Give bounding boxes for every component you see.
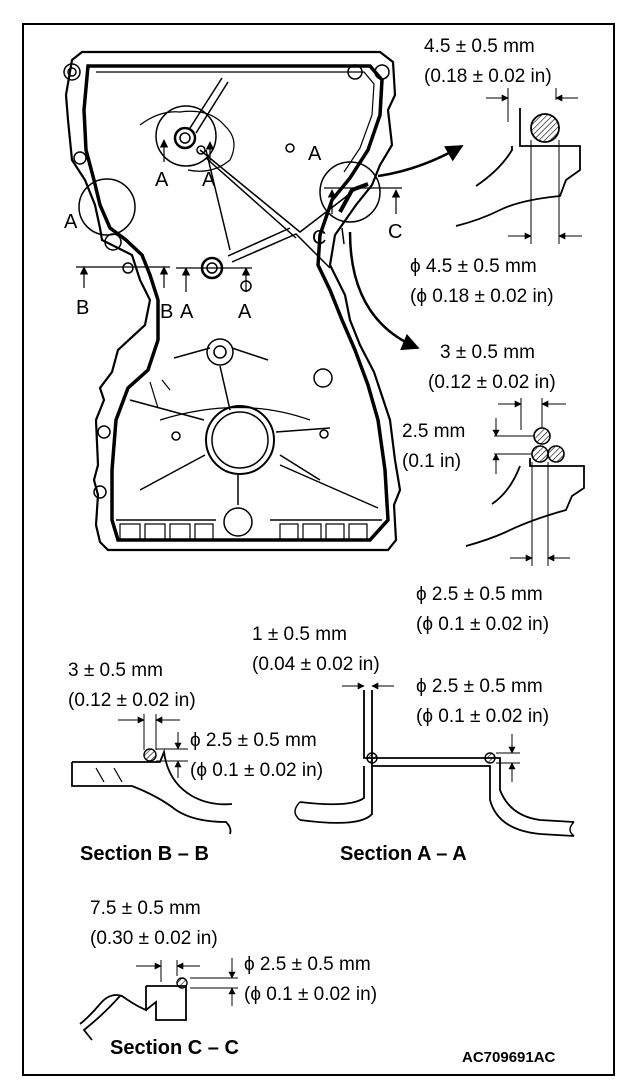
section-cc-drawing <box>79 958 238 1041</box>
section-aa-drawing <box>294 682 575 837</box>
section-cc-dia-line2: (ϕ 0.1 ± 0.02 in) <box>244 984 377 1005</box>
section-bb-dia-line1: ϕ 2.5 ± 0.5 mm <box>190 730 317 751</box>
letter-c-2: C <box>388 221 402 243</box>
detail-top-dim-line2: (0.18 ± 0.02 in) <box>424 66 552 87</box>
section-aa-title: Section A – A <box>340 843 467 865</box>
section-bb-drawing <box>71 714 233 835</box>
callout-arrow-top <box>377 144 464 178</box>
detail-top-dia-line1: ϕ 4.5 ± 0.5 mm <box>410 256 537 277</box>
detail-circle-right <box>319 161 381 223</box>
section-markers <box>76 139 402 292</box>
section-bb-dim-line1: 3 ± 0.5 mm <box>68 660 163 681</box>
section-aa-dim-line1: 1 ± 0.5 mm <box>252 624 347 645</box>
detail-top-dim-line1: 4.5 ± 0.5 mm <box>424 36 535 57</box>
section-bb-title: Section B – B <box>80 843 209 865</box>
letter-b-2: B <box>160 301 173 323</box>
figure-border <box>22 23 615 1076</box>
section-cc-title: Section C – C <box>110 1037 239 1059</box>
section-cc-dim-line2: (0.30 ± 0.02 in) <box>90 928 218 949</box>
timing-chain-case <box>63 50 402 552</box>
letter-a-4: A <box>64 211 78 233</box>
figure-code: AC709691AC <box>462 1049 556 1066</box>
section-aa-dia-line1: ϕ 2.5 ± 0.5 mm <box>416 676 543 697</box>
letter-a-6: A <box>238 301 252 323</box>
section-aa-dim-line2: (0.04 ± 0.02 in) <box>252 654 380 675</box>
detail-top-dia-line2: (ϕ 0.18 ± 0.02 in) <box>410 286 554 307</box>
detail-mid-gap-line2: (0.1 in) <box>402 451 461 472</box>
letter-a-2: A <box>202 169 216 191</box>
letter-a-3: A <box>308 143 322 165</box>
detail-circle-left <box>78 178 136 236</box>
section-cc-dia-line1: ϕ 2.5 ± 0.5 mm <box>244 954 371 975</box>
letter-a-1: A <box>155 169 169 191</box>
detail-mid-dim-line1: 3 ± 0.5 mm <box>440 342 535 363</box>
letter-c-1: C <box>312 227 326 249</box>
callout-arrow-mid <box>348 231 420 351</box>
section-bb-dia-line2: (ϕ 0.1 ± 0.02 in) <box>190 760 323 781</box>
detail-mid-gap-line1: 2.5 mm <box>402 421 465 442</box>
detail-top-drawing <box>455 88 582 244</box>
section-letters: A A A A A A B B C C <box>64 143 402 323</box>
section-bb-dim-line2: (0.12 ± 0.02 in) <box>68 690 196 711</box>
section-aa-dia-line2: (ϕ 0.1 ± 0.02 in) <box>416 706 549 727</box>
letter-a-5: A <box>180 301 194 323</box>
detail-mid-dia-line2: (ϕ 0.1 ± 0.02 in) <box>416 614 549 635</box>
detail-mid-drawing <box>465 398 585 566</box>
detail-mid-dim-line2: (0.12 ± 0.02 in) <box>428 372 556 393</box>
detail-mid-dia-line1: ϕ 2.5 ± 0.5 mm <box>416 584 543 605</box>
letter-b-1: B <box>76 297 89 319</box>
detail-circle-top <box>155 105 217 167</box>
section-cc-dim-line1: 7.5 ± 0.5 mm <box>90 898 201 919</box>
